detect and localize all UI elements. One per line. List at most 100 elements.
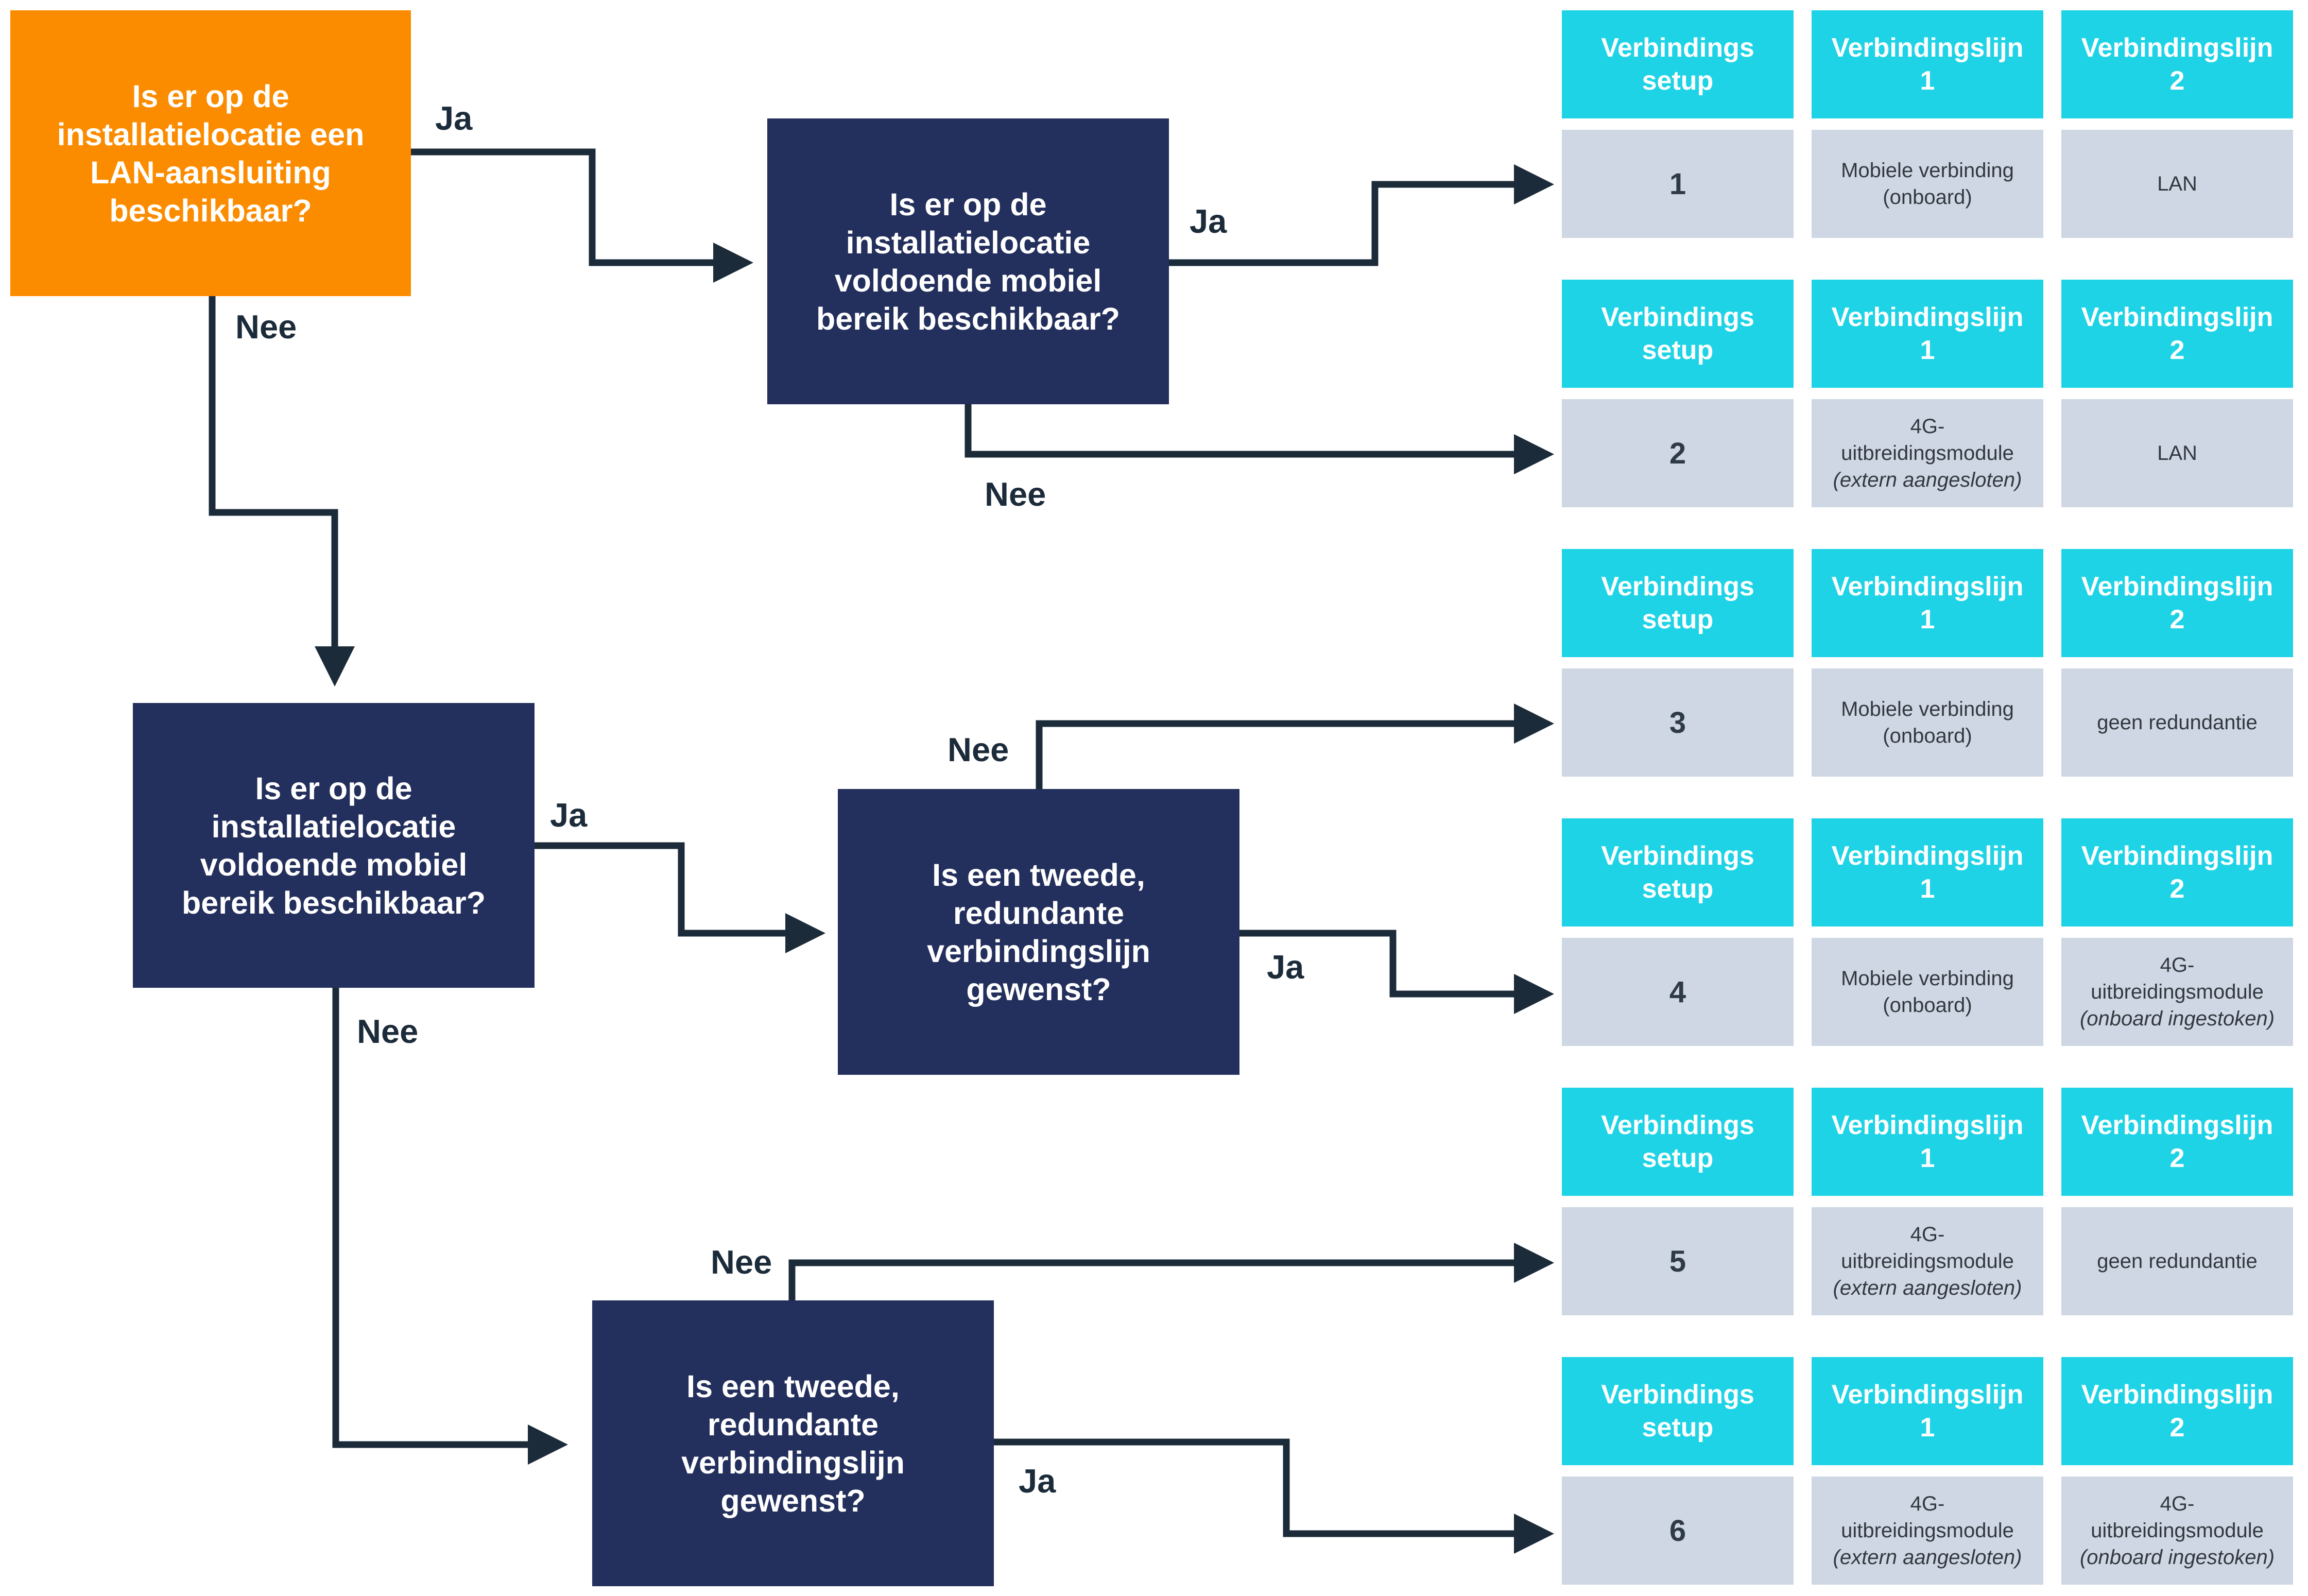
cell-text: setup [1642, 605, 1714, 634]
connection-line-2-value: geen redundantie [2061, 1207, 2293, 1315]
setup-number: 4 [1562, 938, 1794, 1046]
cell-text: (onboard) [1883, 186, 1972, 209]
question-redundancy-bottom: Is een tweede, redundante verbindingslij… [592, 1300, 994, 1586]
arrow-q5-nee [788, 1243, 1554, 1300]
label-q3-nee: Nee [357, 1012, 419, 1050]
label-q4-ja: Ja [1267, 948, 1304, 986]
connection-line-1-value: Mobiele verbinding (onboard) [1812, 668, 2043, 777]
label-q5-nee: Nee [711, 1243, 772, 1281]
cell-text: 4G- [1910, 1492, 1945, 1515]
connection-line-2-value: 4G-uitbreidingsmodule (onboard ingestoken… [2061, 938, 2293, 1046]
cell-text: setup [1642, 1413, 1714, 1443]
cell-text: setup [1642, 1143, 1714, 1173]
connection-line-2-value: geen redundantie [2061, 668, 2293, 777]
cell-text: 4G- [2160, 954, 2195, 976]
question-mobile-coverage-top-text: Is er op de installatielocatie voldoende… [816, 186, 1120, 336]
cell-text: LAN [2157, 173, 2197, 195]
cell-text: 2 [2169, 874, 2185, 904]
cell-text: Mobiele verbinding [1841, 698, 2014, 720]
arrow-q2-nee [964, 404, 1554, 474]
setup-number: 6 [1562, 1477, 1794, 1585]
header-line1: Verbindingslijn 1 [1812, 549, 2043, 657]
label-q2-nee: Nee [985, 475, 1046, 513]
cell-text: 2 [2169, 335, 2185, 365]
cell-text: Mobiele verbinding [1841, 967, 2014, 990]
cell-text: Verbindingslijn [2081, 1380, 2273, 1410]
arrow-q3-ja [533, 842, 825, 953]
cell-text: setup [1642, 874, 1714, 904]
cell-text: 1 [1920, 335, 1935, 365]
cell-text: uitbreidingsmodule [1841, 442, 2014, 465]
question-redundancy-top: Is een tweede, redundante verbindingslij… [838, 789, 1239, 1075]
label-q1-ja: Ja [435, 99, 473, 137]
setup-number-text: 3 [1669, 706, 1686, 740]
cell-text: Verbindingslijn [1831, 1110, 2024, 1140]
cell-text: setup [1642, 335, 1714, 365]
arrow-q2-ja [1167, 164, 1554, 266]
arrow-q1-ja [409, 148, 753, 283]
connection-line-1-value: Mobiele verbinding(onboard) [1812, 938, 2043, 1046]
cell-text: 1 [1920, 874, 1935, 904]
connection-line-2-value: 4G-uitbreidingsmodule(onboard ingestoken… [2061, 1477, 2293, 1585]
setup-number: 3 [1562, 668, 1794, 777]
cell-text: setup [1642, 66, 1714, 96]
cell-text: (onboard ingestoken) [2079, 1546, 2275, 1569]
arrow-q4-ja [1238, 930, 1554, 1014]
cell-text: 1 [1920, 1413, 1935, 1443]
cell-text: 2 [2169, 1413, 2185, 1443]
label-q5-ja: Ja [1019, 1462, 1056, 1500]
cell-text: 2 [2169, 605, 2185, 634]
setup-number: 1 [1562, 130, 1794, 238]
setup-number-text: 2 [1669, 436, 1686, 470]
label-q4-nee: Nee [948, 731, 1009, 768]
cell-text: Mobiele verbinding [1841, 159, 2014, 182]
label-q3-ja: Ja [550, 796, 588, 834]
setup-number: 2 [1562, 399, 1794, 507]
cell-text: Verbindings [1601, 33, 1754, 63]
connection-line-1-value: Mobiele verbinding (onboard) [1812, 130, 2043, 238]
cell-text: Verbindingslijn [2081, 841, 2273, 871]
setup-number: 5 [1562, 1207, 1794, 1315]
cell-text: uitbreidingsmodule [1841, 1519, 2014, 1542]
cell-text: Verbindingslijn [1831, 572, 2024, 602]
cell-text: (onboard ingestoken) [2079, 1007, 2275, 1030]
setup-number-text: 4 [1669, 975, 1686, 1009]
cell-text: Verbindings [1601, 302, 1754, 332]
setup-number-text: 1 [1669, 167, 1686, 201]
arrow-q4-nee [1036, 703, 1554, 789]
cell-text: LAN [2157, 442, 2197, 465]
cell-text: 4G- [1910, 415, 1945, 438]
cell-text: Verbindingslijn [2081, 572, 2273, 602]
cell-text: Verbindings [1601, 1110, 1754, 1140]
header-setup: Verbindings setup [1562, 549, 1794, 657]
cell-text: (onboard) [1883, 725, 1972, 747]
cell-text: 1 [1920, 605, 1935, 634]
question-lan-available: Is er op de installatielocatie een LAN-a… [10, 10, 411, 296]
cell-text: Verbindingslijn [1831, 33, 2024, 63]
label-q2-ja: Ja [1190, 202, 1227, 240]
cell-text: 4G- [2160, 1492, 2195, 1515]
cell-text: uitbreidingsmodule [2091, 981, 2264, 1003]
cell-text: Verbindings [1601, 1380, 1754, 1410]
connection-line-1-value: 4G-uitbreidingsmodule(extern aangesloten… [1812, 1207, 2043, 1315]
question-mobile-coverage-bottom-text: Is er op de installatielocatie voldoende… [182, 770, 486, 920]
cell-text: Verbindingslijn [2081, 302, 2273, 332]
question-mobile-coverage-top: Is er op de installatielocatie voldoende… [767, 118, 1169, 404]
cell-text: geen redundantie [2097, 711, 2258, 734]
cell-text: Verbindings [1601, 572, 1754, 602]
cell-text: Verbindings [1601, 841, 1754, 871]
cell-text: Verbindingslijn [1831, 1380, 2024, 1410]
header-line2: Verbindingslijn 2 [2061, 549, 2293, 657]
